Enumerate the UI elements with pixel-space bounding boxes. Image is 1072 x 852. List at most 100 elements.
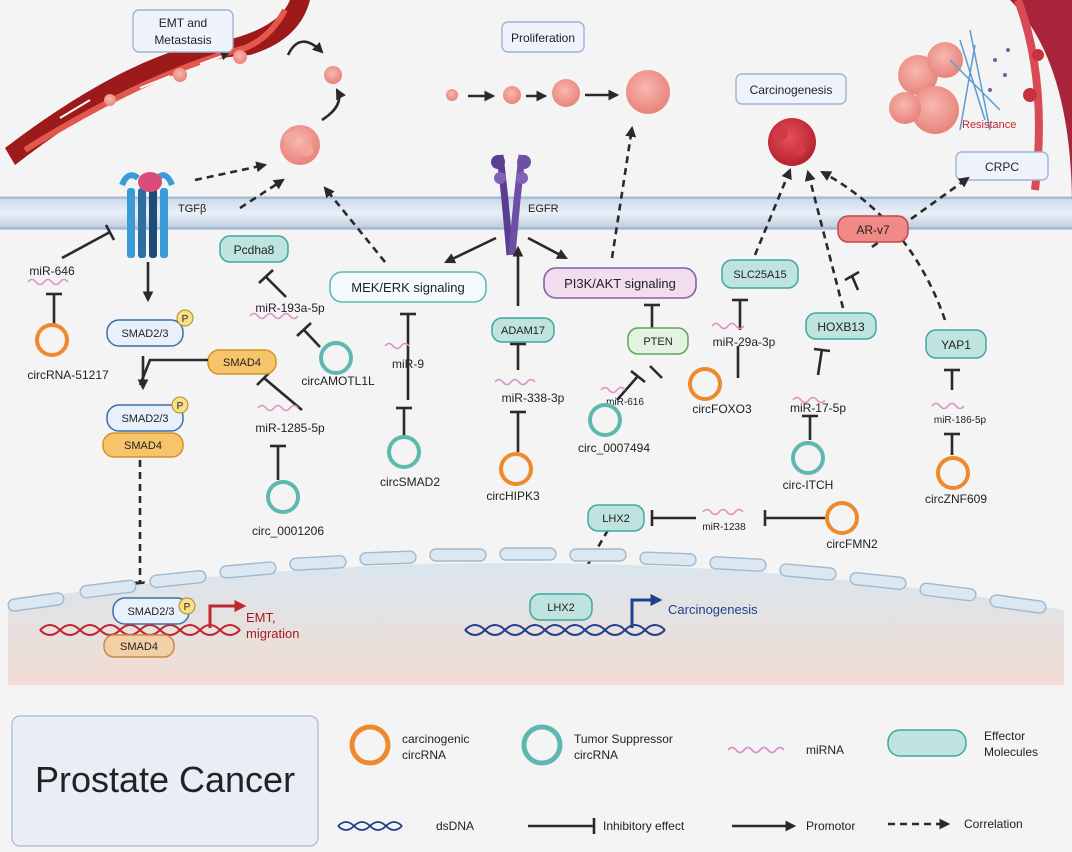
- carcinogenic-ring-icon: [349, 724, 391, 766]
- slc25a15-label: SLC25A15: [733, 269, 786, 281]
- emt-transcription-arrow: [208, 600, 247, 628]
- resistance-label: Resistance: [962, 119, 1016, 131]
- arv7-label: AR-v7: [856, 223, 890, 237]
- adam17-node: ADAM17: [491, 317, 555, 343]
- mek-erk-box: MEK/ERK signaling: [329, 271, 487, 303]
- effector-legend-icon: [887, 729, 967, 757]
- legend-mirna: miRNA: [806, 743, 844, 757]
- legend-effector-2: Molecules: [984, 745, 1038, 759]
- mir338-label: miR-338-3p: [502, 391, 565, 405]
- slc25a15-node: SLC25A15: [721, 259, 799, 289]
- circznf609-label: circZNF609: [925, 492, 987, 506]
- emt-nucleus-label-1: EMT,: [246, 610, 276, 625]
- circ0007494-label: circ_0007494: [578, 441, 650, 455]
- circsmad2-label: circSMAD2: [380, 475, 440, 489]
- circfmn2-label: circFMN2: [826, 537, 878, 551]
- proliferating-cells: [446, 70, 670, 114]
- lhx2-cyto-node: LHX2: [587, 504, 645, 532]
- blood-vessel-left: [5, 0, 310, 165]
- emt-nucleus-label-2: migration: [246, 626, 299, 641]
- lhx2-nuc-label: LHX2: [547, 602, 575, 614]
- inhibition-lines: [46, 224, 960, 526]
- tgfb-receptor: TGFβ: [119, 172, 206, 258]
- carcinogenic-cell-cluster: [768, 118, 816, 166]
- mir1285-label: miR-1285-5p: [255, 421, 325, 435]
- dsdna-legend-icon: [337, 821, 403, 831]
- legend-title: Prostate Cancer: [35, 759, 295, 800]
- cancer-cell-cluster-emt: [280, 125, 320, 165]
- smad4-join: [138, 358, 208, 386]
- pi3k-akt-label: PI3K/AKT signaling: [564, 276, 676, 291]
- legend-suppressor-1: Tumor Suppressor: [574, 732, 673, 746]
- egfr-label: EGFR: [528, 203, 559, 215]
- arrow-cell-migrate: [321, 88, 346, 122]
- circitch-label: circ-ITCH: [783, 478, 834, 492]
- dash-arv7-crpc: [871, 176, 970, 249]
- circ51217-label: circRNA-51217: [27, 368, 109, 382]
- hoxb13-node: HOXB13: [805, 312, 877, 340]
- smad-nucleus-complex: SMAD2/3 P SMAD4: [103, 597, 196, 658]
- legend-suppressor-2: circRNA: [574, 748, 618, 762]
- mir186-label: miR-186-5p: [934, 415, 987, 426]
- circamotl1l-label: circAMOTL1L: [301, 374, 375, 388]
- yap1-label: YAP1: [941, 338, 971, 352]
- legend-carcinogenic-1: carcinogenic: [402, 732, 469, 746]
- adam17-label: ADAM17: [501, 325, 545, 337]
- circ0001206-label: circ_0001206: [252, 524, 324, 538]
- arrow-egfr-mek: [444, 236, 497, 264]
- nucleus: [7, 547, 1064, 685]
- dsdna-red: [39, 624, 241, 636]
- mirna-group: [27, 278, 965, 516]
- mir193a-label: miR-193a-5p: [255, 301, 325, 315]
- legend-correlation: Correlation: [964, 817, 1023, 831]
- legend-promotor: Promotor: [806, 819, 855, 833]
- arv7-node: AR-v7: [837, 215, 909, 243]
- smad4-top-label: SMAD4: [223, 357, 261, 369]
- egfr-receptor: EGFR: [491, 154, 559, 256]
- mek-erk-label: MEK/ERK signaling: [351, 280, 464, 295]
- lhx2-cyto-label: LHX2: [602, 513, 630, 525]
- smad-complex: SMAD2/3 P SMAD4: [102, 396, 189, 458]
- pten-label: PTEN: [643, 336, 672, 348]
- pten-node: PTEN: [627, 327, 689, 355]
- pcdha8-node: Pcdha8: [219, 235, 289, 263]
- crpc-box: CRPC: [955, 151, 1049, 181]
- carcinogenesis-nucleus-label: Carcinogenesis: [668, 602, 758, 617]
- legend-effector-1: Effector: [984, 729, 1025, 743]
- legend-inhibitory: Inhibitory effect: [603, 819, 685, 833]
- mir646-label: miR-646: [29, 264, 75, 278]
- smad23-mid-label: SMAD2/3: [121, 413, 168, 425]
- legend-dsdna: dsDNA: [436, 819, 474, 833]
- legend-panel: Prostate Cancer carcinogenic circRNA Tum…: [11, 715, 1038, 847]
- suppressor-ring-icon: [521, 724, 563, 766]
- smad23-nuc-label: SMAD2/3: [127, 606, 174, 618]
- lhx2-nucleus-node: LHX2: [529, 593, 593, 621]
- emt-box-line2: Metastasis: [154, 33, 211, 47]
- crpc-label: CRPC: [985, 160, 1019, 174]
- hoxb13-label: HOXB13: [817, 320, 865, 334]
- dash-pi3k-proliferation: [610, 125, 637, 259]
- smad4-mid-label: SMAD4: [124, 440, 162, 452]
- proliferation-box: Proliferation: [501, 21, 585, 53]
- smad23-top: SMAD2/3 P: [106, 309, 194, 347]
- legend-carcinogenic-2: circRNA: [402, 748, 446, 762]
- mir29a-label: miR-29a-3p: [713, 335, 776, 349]
- pi3k-akt-box: PI3K/AKT signaling: [543, 267, 697, 299]
- phospho-top: P: [182, 314, 189, 325]
- mirna-legend-icon: [727, 746, 785, 754]
- proliferation-label: Proliferation: [511, 31, 575, 45]
- tgfb-label: TGFβ: [178, 203, 206, 215]
- mir17-label: miR-17-5p: [790, 401, 846, 415]
- arrow-cell-exit: [286, 40, 324, 56]
- phospho-mid: P: [177, 401, 184, 412]
- dash-mek-cells: [323, 186, 387, 263]
- mir1238-label: miR-1238: [702, 522, 746, 533]
- mir9-label: miR-9: [392, 357, 424, 371]
- emt-metastasis-box: EMT and Metastasis: [132, 9, 234, 53]
- carcinogenesis-label: Carcinogenesis: [750, 83, 833, 97]
- carcinogenesis-box: Carcinogenesis: [735, 73, 847, 105]
- arrow-egfr-pi3k: [527, 236, 568, 260]
- circhipk3-label: circHIPK3: [486, 489, 540, 503]
- smad23-top-label: SMAD2/3: [121, 328, 168, 340]
